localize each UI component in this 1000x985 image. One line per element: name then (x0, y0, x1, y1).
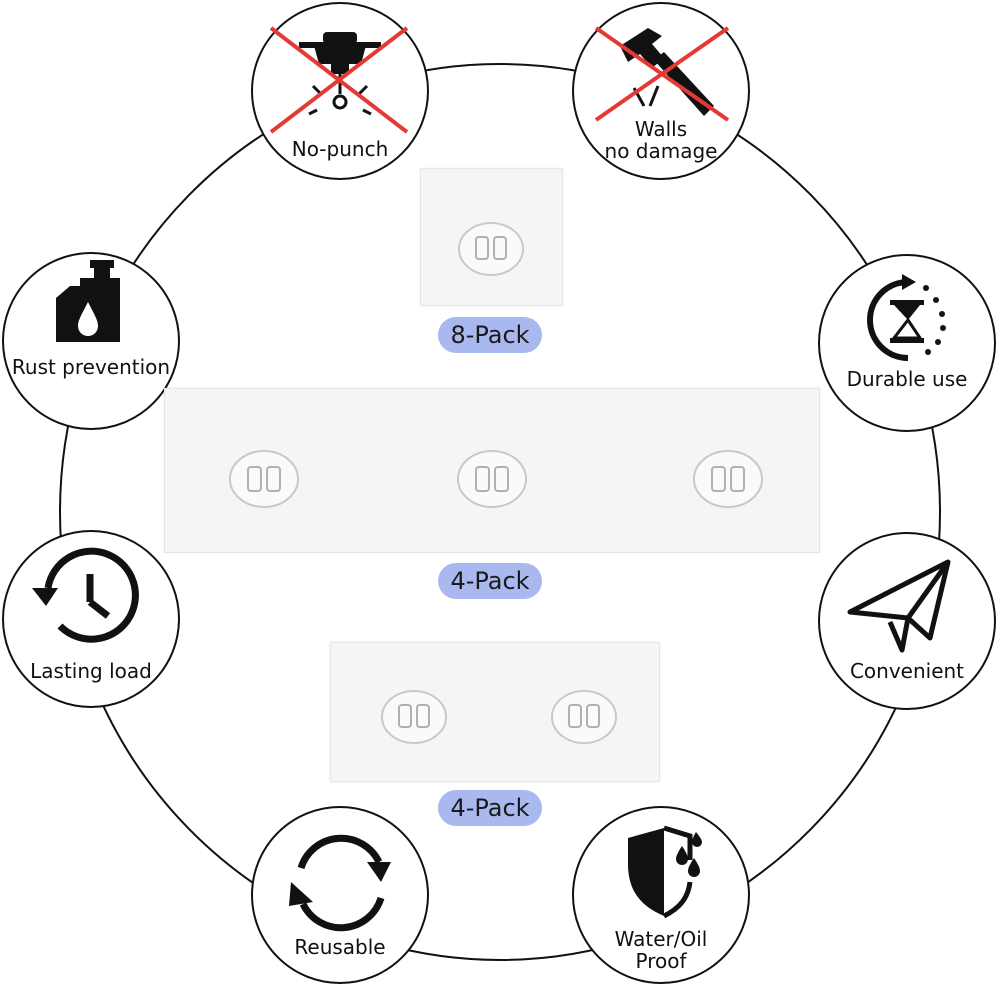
oil-can-icon (56, 260, 120, 342)
badge-walls-no-damage: Walls no damage (572, 2, 750, 180)
adhesive-hook (693, 450, 763, 508)
paper-plane-icon (847, 559, 951, 653)
badge-label-line: Convenient (849, 659, 965, 683)
badge-durable-use: Durable use (818, 254, 996, 432)
adhesive-hook (381, 690, 447, 744)
badge-label-line: no damage (604, 139, 718, 163)
shield-drops-icon (628, 825, 702, 919)
badge-label-line: Reusable (294, 935, 386, 959)
pack-label-pill: 4-Pack (438, 563, 542, 599)
pad-triple-hook (164, 388, 820, 553)
badge-label-line: Water/Oil (614, 927, 708, 951)
badge-water-oil-proof: Water/Oil Proof (572, 806, 750, 984)
badge-no-punch: No-punch (251, 2, 429, 180)
badge-label-line: Walls (634, 117, 688, 141)
badge-label-line: Rust prevention (11, 355, 171, 379)
badge-lasting-load: Lasting load (2, 530, 180, 708)
adhesive-hook (229, 450, 299, 508)
badge-reusable: Reusable (251, 806, 429, 984)
badge-label-line: Lasting load (30, 659, 152, 683)
hourglass-cycle-icon (867, 274, 946, 361)
pad-single-hook (420, 168, 563, 306)
badge-label-line: No-punch (291, 137, 389, 161)
badge-label-line: Proof (635, 949, 687, 973)
drill-crossed-icon (269, 26, 409, 134)
hammer-crossed-icon (594, 26, 730, 122)
adhesive-hook (457, 450, 527, 508)
refresh-arrows-icon (289, 834, 391, 932)
pack-label-pill: 4-Pack (438, 790, 542, 826)
badge-label-line: Durable use (846, 367, 968, 391)
pack-label-pill: 8-Pack (438, 317, 542, 353)
badge-convenient: Convenient (818, 532, 996, 710)
clock-history-icon (32, 547, 139, 643)
adhesive-hook (458, 222, 524, 276)
badge-rust-prevention: Rust prevention (2, 252, 180, 430)
adhesive-hook (551, 690, 617, 744)
pad-double-hook (330, 642, 660, 782)
